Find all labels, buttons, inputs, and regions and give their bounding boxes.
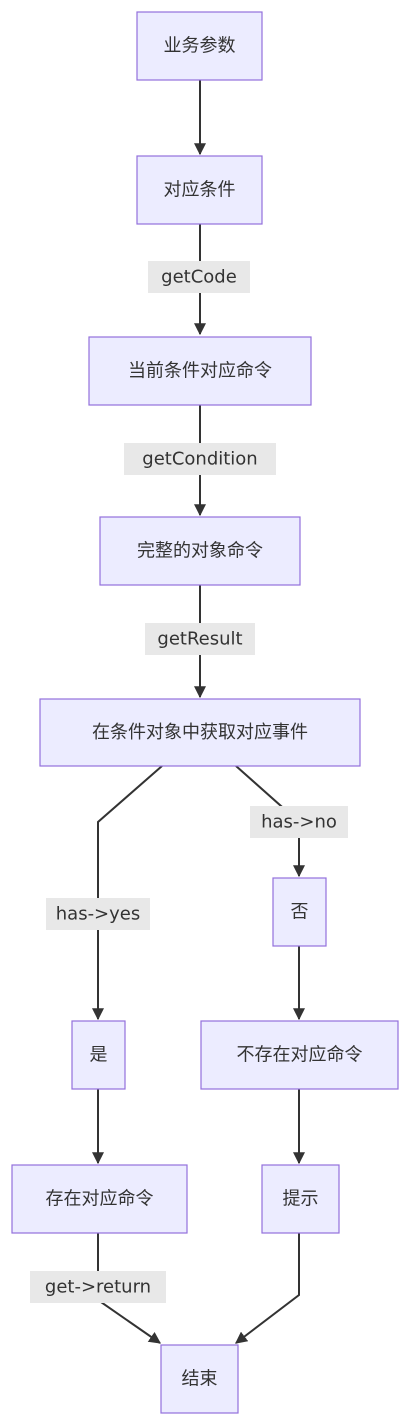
node-end: 结束 <box>160 1344 239 1414</box>
node-yes-label: 是 <box>90 1045 108 1066</box>
node-command-present-label: 存在对应命令 <box>46 1189 154 1210</box>
edge-label-getcode-text: getCode <box>161 267 237 288</box>
node-full-command: 完整的对象命令 <box>99 516 301 586</box>
node-business-params-label: 业务参数 <box>164 36 236 57</box>
edge-label-has-yes: has->yes <box>46 898 150 930</box>
node-condition: 对应条件 <box>136 155 263 225</box>
node-current-command-label: 当前条件对应命令 <box>128 361 272 382</box>
edge-label-getresult-text: getResult <box>157 629 242 650</box>
node-full-command-label: 完整的对象命令 <box>137 541 263 562</box>
node-condition-label: 对应条件 <box>164 180 236 201</box>
node-command-present: 存在对应命令 <box>11 1164 188 1234</box>
edge-label-get-return: get->return <box>30 1271 166 1303</box>
node-current-command: 当前条件对应命令 <box>88 336 312 406</box>
edge-label-get-return-text: get->return <box>45 1277 151 1298</box>
node-hint-label: 提示 <box>283 1189 319 1210</box>
node-command-absent: 不存在对应命令 <box>200 1020 399 1090</box>
edge-label-getcondition-text: getCondition <box>142 449 257 470</box>
edge-label-getcode: getCode <box>148 261 250 293</box>
node-hint: 提示 <box>261 1164 340 1234</box>
node-yes: 是 <box>71 1020 126 1090</box>
edge-label-has-no: has->no <box>250 806 348 838</box>
node-lookup-event-label: 在条件对象中获取对应事件 <box>92 722 308 743</box>
node-lookup-event: 在条件对象中获取对应事件 <box>39 698 361 767</box>
edge-label-getresult: getResult <box>145 623 255 655</box>
node-command-absent-label: 不存在对应命令 <box>237 1045 363 1066</box>
edge-label-has-yes-text: has->yes <box>56 904 141 925</box>
node-business-params: 业务参数 <box>136 11 263 81</box>
node-no: 否 <box>272 877 327 947</box>
node-no-label: 否 <box>291 902 309 923</box>
edge-hint-to-end <box>235 1233 300 1344</box>
edge-label-getcondition: getCondition <box>124 443 276 475</box>
node-end-label: 结束 <box>182 1369 218 1390</box>
edge-label-has-no-text: has->no <box>261 812 337 833</box>
edge-lookup-to-yes <box>92 765 163 1021</box>
